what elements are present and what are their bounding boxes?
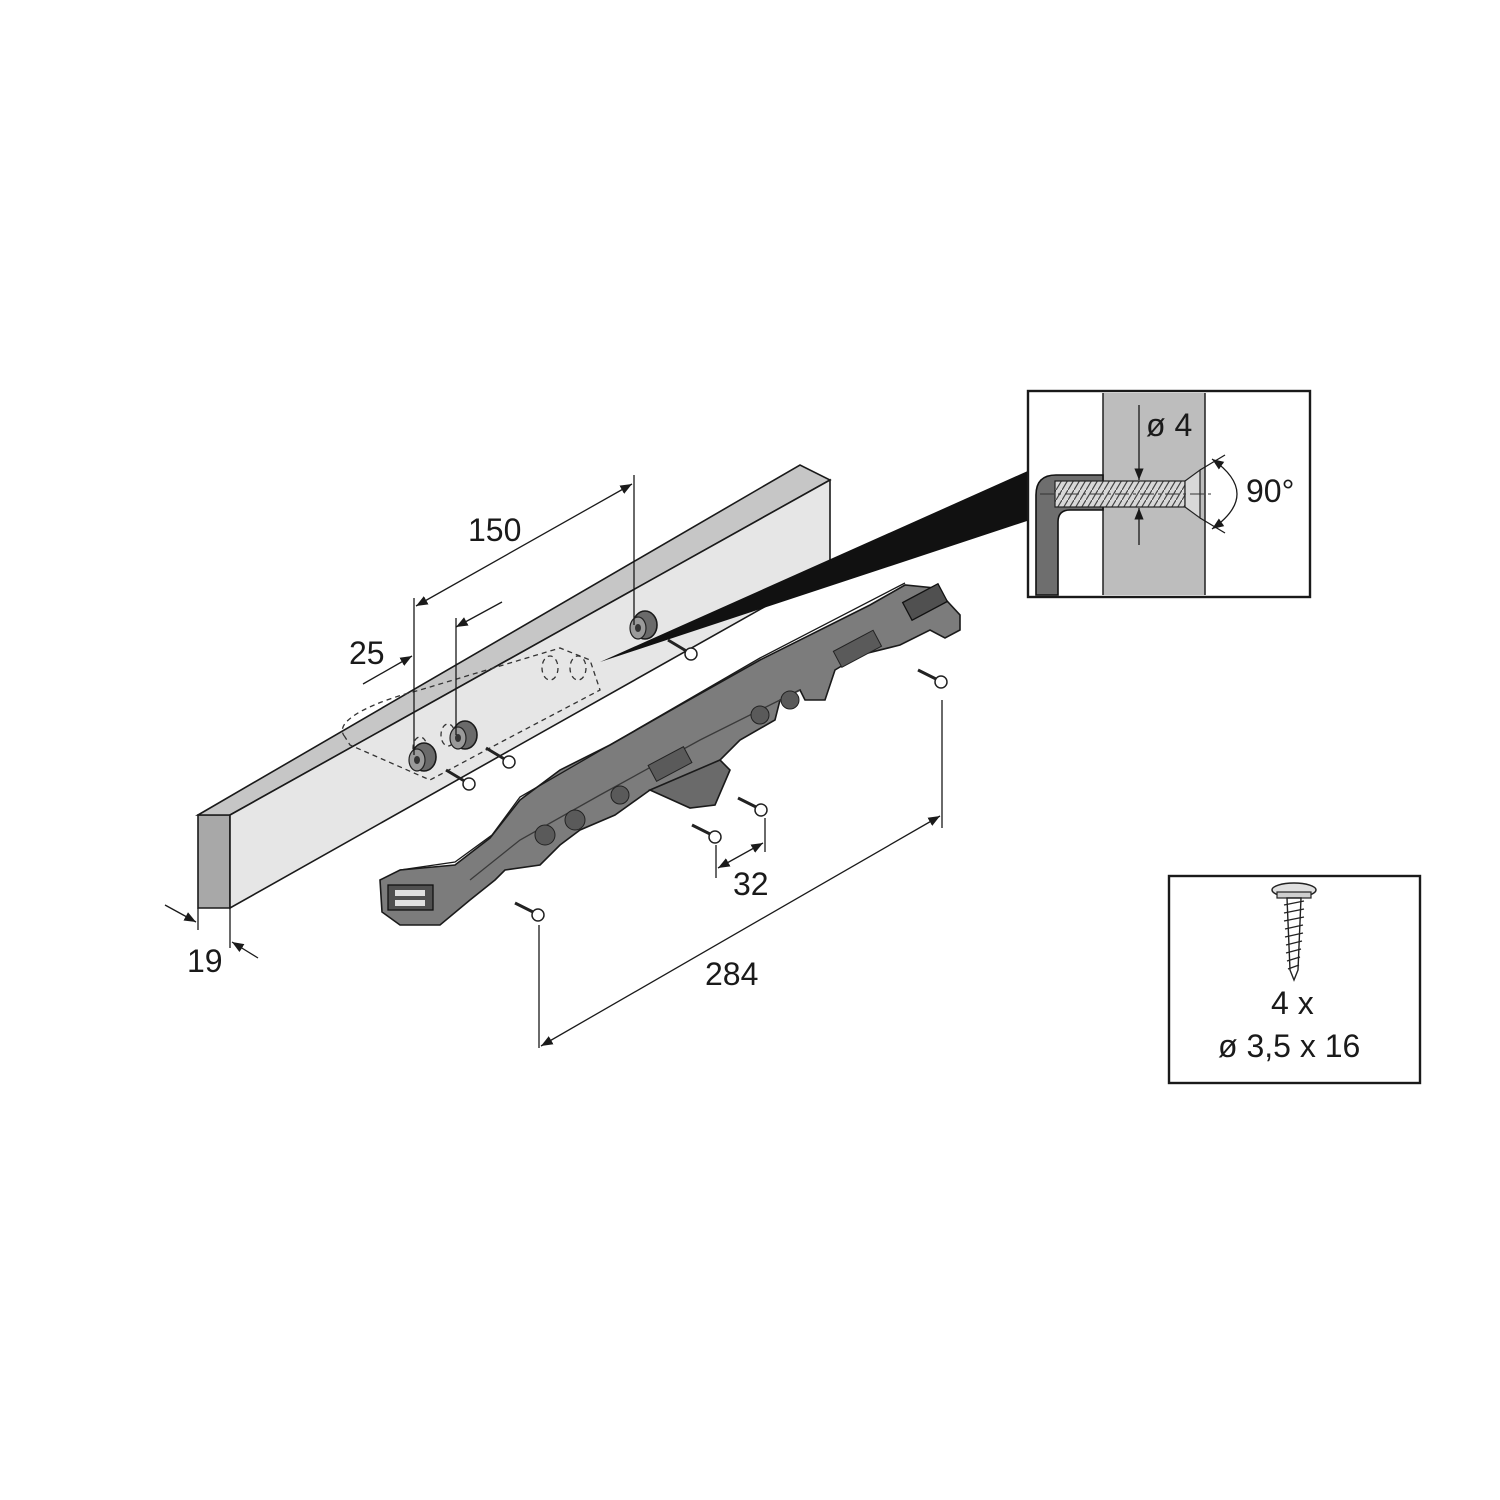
dimension-19: 19 [164, 904, 259, 979]
screw-icon [1271, 882, 1317, 982]
legend-quantity: 4 x [1271, 985, 1314, 1021]
legend-spec: ø 3,5 x 16 [1218, 1028, 1360, 1064]
dimension-25-label: 25 [349, 635, 385, 671]
screw-legend: 4 x ø 3,5 x 16 [1167, 874, 1422, 1085]
screw-5 [737, 796, 768, 817]
screw-3 [445, 768, 476, 791]
sleeves [408, 610, 658, 772]
runner-inner-line [469, 689, 801, 881]
detail-angle-label: 90° [1246, 473, 1294, 509]
detail-callout-wedge [600, 470, 1030, 662]
hidden-hole-1 [541, 655, 559, 681]
dimension-19-label: 19 [187, 943, 223, 979]
dimension-25: 25 [349, 601, 503, 735]
screw-6 [691, 823, 722, 844]
runner-top-edge [399, 582, 906, 871]
dimension-284: 284 [538, 700, 943, 1048]
detail-diameter-label: ø 4 [1146, 407, 1192, 443]
dimension-32: 32 [715, 818, 769, 902]
dimension-150: 150 [413, 475, 635, 755]
hidden-hole-2 [569, 655, 587, 681]
screw-2 [485, 746, 516, 769]
sleeve-lower [408, 742, 437, 772]
hidden-part-outline [341, 647, 601, 781]
right-end-clip [901, 582, 949, 622]
screw-4 [917, 668, 948, 689]
runner-bracket [648, 759, 731, 809]
dimension-150-label: 150 [468, 512, 521, 548]
screw-7 [514, 901, 545, 922]
board-front-face [197, 814, 231, 909]
detail-angle-arc [1211, 458, 1238, 530]
dimension-284-label: 284 [705, 956, 758, 992]
dimension-32-label: 32 [733, 866, 769, 902]
sleeve-upper [629, 610, 658, 640]
left-end-clip [387, 884, 434, 911]
detail-view: ø 4 90° [1026, 389, 1312, 599]
screw-1 [667, 638, 698, 661]
sleeve-middle [449, 720, 478, 750]
